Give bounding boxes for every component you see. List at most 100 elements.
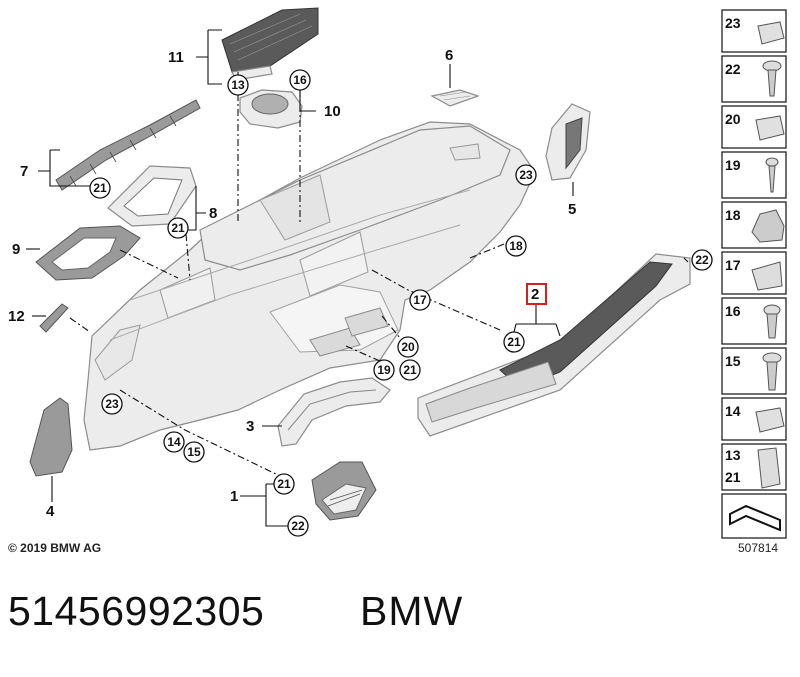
callout-7: 7 — [20, 163, 28, 180]
svg-text:17: 17 — [413, 293, 427, 307]
brand-name: BMW — [360, 588, 464, 634]
circle-callout-22: 22 — [691, 249, 713, 271]
callout-11: 11 — [168, 49, 184, 66]
expanding-nut-icon — [751, 209, 785, 243]
svg-text:17: 17 — [725, 257, 741, 273]
hud-frame-part-10 — [239, 89, 303, 129]
leader-lines — [26, 29, 689, 527]
callout-2: 2 — [531, 286, 539, 303]
clip-nut-icon — [755, 115, 785, 141]
svg-text:23: 23 — [105, 397, 119, 411]
legend-cell-17: 17 — [721, 251, 787, 295]
grille-part-6 — [430, 89, 480, 107]
svg-text:14: 14 — [167, 435, 181, 449]
legend-cell-15: 15 — [721, 347, 787, 395]
small-parts-legend: 23 22 20 19 18 17 16 — [721, 9, 787, 539]
legend-cell-20: 20 — [721, 105, 787, 149]
decor-trim-part-2 — [417, 253, 691, 437]
circle-callout-23: 23 — [515, 164, 537, 186]
circle-callout-15: 15 — [183, 441, 205, 463]
callout-4: 4 — [46, 503, 55, 520]
legend-cell-14: 14 — [721, 397, 787, 441]
callout-1: 1 — [230, 488, 238, 505]
circle-callout-21: 21 — [89, 177, 111, 199]
copyright-notice: © 2019 BMW AG — [8, 541, 102, 555]
dashboard-carrier — [83, 121, 536, 451]
speed-nut-icon — [755, 407, 785, 433]
circle-callout-13: 13 — [227, 74, 249, 96]
screw-icon — [765, 157, 779, 193]
svg-text:22: 22 — [725, 61, 741, 77]
screw-icon — [762, 352, 782, 391]
svg-text:13: 13 — [725, 447, 741, 463]
frame-part-9 — [35, 225, 141, 281]
speaker-grille-part-11 — [221, 7, 319, 81]
legend-cell-16: 16 — [721, 297, 787, 345]
callout-2-highlight — [526, 283, 547, 305]
svg-text:21: 21 — [725, 469, 741, 485]
trim-strip-part-7 — [55, 99, 201, 191]
circle-callout-18: 18 — [505, 235, 527, 257]
callout-6: 6 — [445, 47, 453, 64]
circle-callout-14: 14 — [163, 431, 185, 453]
circle-callout-21: 21 — [503, 331, 525, 353]
screw-icon — [762, 60, 782, 97]
svg-text:16: 16 — [293, 73, 307, 87]
svg-text:22: 22 — [695, 253, 709, 267]
svg-text:19: 19 — [725, 157, 741, 173]
clip-part-12 — [39, 303, 69, 333]
svg-text:21: 21 — [507, 335, 521, 349]
circle-callout-21: 21 — [399, 359, 421, 381]
bracket-clip-icon — [751, 261, 783, 291]
circle-callout-23: 23 — [101, 393, 123, 415]
circle-callout-16: 16 — [289, 69, 311, 91]
callout-5: 5 — [568, 201, 576, 218]
part-number: 51456992305 — [8, 588, 265, 634]
svg-text:15: 15 — [725, 353, 741, 369]
end-cover-part-4 — [29, 397, 73, 477]
callout-10: 10 — [324, 103, 341, 120]
side-cover-part-5 — [545, 103, 591, 181]
svg-text:13: 13 — [231, 78, 245, 92]
svg-text:21: 21 — [93, 181, 107, 195]
circle-callout-19: 19 — [373, 359, 395, 381]
circle-callout-21: 21 — [167, 217, 189, 239]
circle-callout-17: 17 — [409, 289, 431, 311]
svg-text:20: 20 — [725, 111, 741, 127]
svg-text:23: 23 — [519, 168, 533, 182]
air-vent-part-1 — [311, 461, 377, 521]
callout-9: 9 — [12, 241, 20, 258]
svg-text:21: 21 — [171, 221, 185, 235]
svg-text:23: 23 — [725, 15, 741, 31]
svg-text:14: 14 — [725, 403, 741, 419]
legend-cell-23: 23 — [721, 9, 787, 53]
svg-text:19: 19 — [377, 363, 391, 377]
svg-text:20: 20 — [401, 340, 415, 354]
legend-cell-22: 22 — [721, 55, 787, 103]
circle-callout-20: 20 — [397, 336, 419, 358]
legend-cell-shim — [721, 493, 787, 539]
cluster-frame-part-3 — [277, 377, 391, 447]
callout-8: 8 — [209, 205, 217, 222]
nut-clip-icon — [757, 21, 785, 45]
svg-text:18: 18 — [725, 207, 741, 223]
assembly-lines — [69, 90, 505, 477]
svg-text:21: 21 — [277, 477, 291, 491]
callout-labels: 11 10 6 7 8 9 12 5 3 1 4 2 — [8, 47, 576, 520]
legend-cell-19: 19 — [721, 151, 787, 199]
svg-text:16: 16 — [725, 303, 741, 319]
svg-text:15: 15 — [187, 445, 201, 459]
circle-callout-22: 22 — [287, 515, 309, 537]
circled-callouts: 13 16 21 21 23 18 22 17 21 20 19 21 23 1… — [89, 69, 713, 537]
legend-cell-18: 18 — [721, 201, 787, 249]
callout-3: 3 — [246, 418, 254, 435]
legend-cell-13-21: 13 21 — [721, 443, 787, 491]
callout-12: 12 — [8, 308, 25, 325]
svg-text:21: 21 — [403, 363, 417, 377]
circle-callout-21: 21 — [273, 473, 295, 495]
cover-part-8 — [107, 165, 197, 227]
shim-icon — [729, 504, 781, 532]
svg-text:18: 18 — [509, 239, 523, 253]
svg-text:22: 22 — [291, 519, 305, 533]
